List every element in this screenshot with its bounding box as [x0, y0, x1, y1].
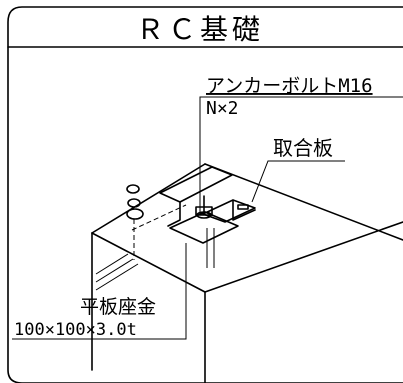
title-text: ＲＣ基礎: [136, 13, 264, 46]
rc-foundation: [91, 163, 403, 383]
mounting-plate-label: 取合板: [273, 136, 333, 160]
anchor-bolt-label: アンカーボルトM16: [206, 75, 373, 97]
flat-washer: [169, 211, 239, 244]
leader-anchor-bolt: [199, 96, 403, 214]
anchor-bolt-qty: N×2: [206, 98, 239, 119]
frame-border: [7, 6, 403, 383]
leader-flat-washer: [12, 243, 187, 340]
mounting-plate: [159, 166, 256, 227]
centre-line: [131, 204, 187, 231]
anchor-bolt: [195, 195, 215, 268]
leader-mounting-plate: [251, 160, 345, 203]
washer-size-label: 100×100×3.0t: [14, 320, 137, 340]
nut-washer-stack: [126, 184, 144, 260]
washer-name-label: 平板座金: [80, 296, 156, 318]
